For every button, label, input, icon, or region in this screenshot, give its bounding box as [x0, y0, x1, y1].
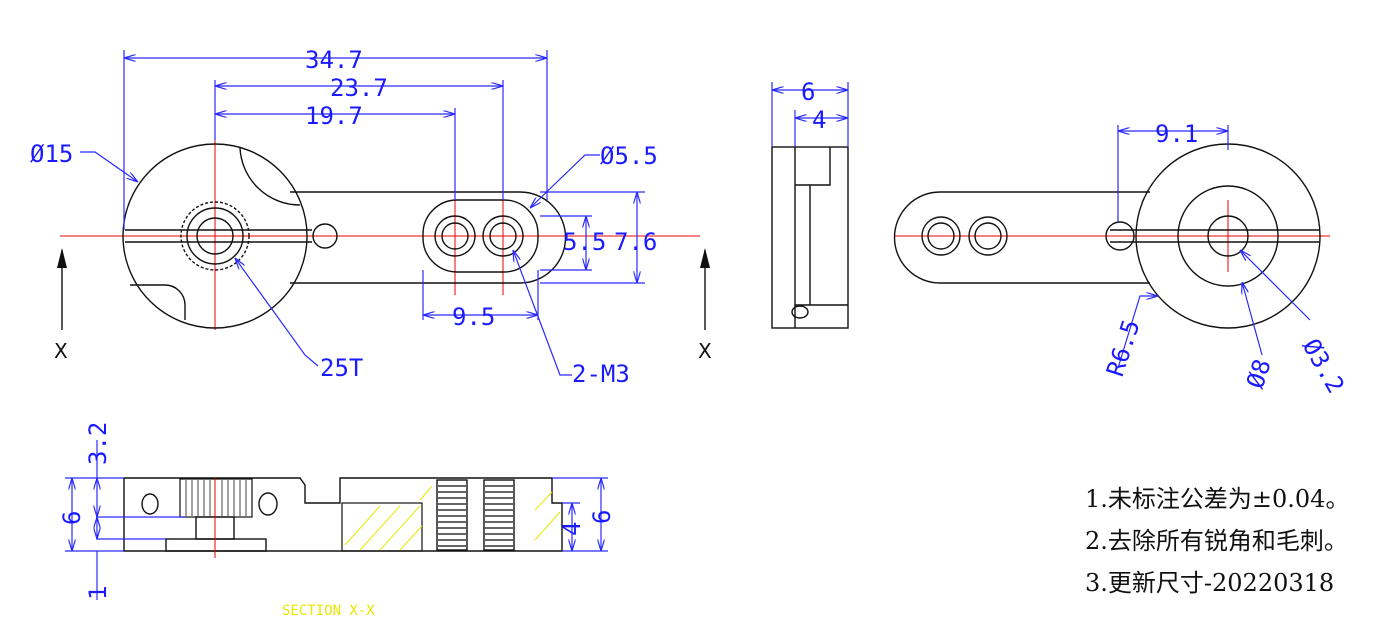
- side-view: 6 4: [771, 78, 849, 329]
- dim-far-hole: 23.7: [330, 74, 388, 102]
- dim-spline: 25T: [320, 354, 363, 382]
- dim-step: 4: [812, 106, 826, 134]
- dim-thickness: 6: [801, 78, 815, 106]
- section-mark-right: X: [698, 339, 712, 363]
- dim-near-hole: 19.7: [305, 102, 363, 130]
- dim-arm-width: 7.6: [614, 228, 657, 256]
- dim-thread: 2-M3: [572, 360, 630, 388]
- front-view: 34.7 23.7 19.7 Ø15 Ø5.5 5.5 7.6 9.5 25T …: [30, 46, 712, 388]
- dim-spline-depth: 3.2: [84, 422, 112, 465]
- dim-hub-height: 6: [58, 511, 86, 525]
- dim-end-diameter: Ø5.5: [600, 142, 658, 170]
- dim-hole-pitch: 9.5: [452, 303, 495, 331]
- dim-base: 1: [84, 586, 112, 600]
- section-view: 6 3.2 1 4 6 SECTION X-X: [58, 422, 616, 619]
- dim-slot-offset: 9.1: [1155, 120, 1198, 148]
- notes: 1.未标注公差为±0.04。 2.去除所有锐角和毛刺。 3.更新尺寸-20220…: [1085, 478, 1349, 604]
- note-3: 3.更新尺寸-20220318: [1085, 569, 1335, 597]
- dim-hub-diameter: Ø15: [30, 140, 73, 168]
- section-title: SECTION X-X: [282, 603, 375, 619]
- note-1: 1.未标注公差为±0.04。: [1085, 485, 1350, 513]
- dim-bore-diameter: Ø3.2: [1297, 334, 1350, 398]
- dim-arm-height: 6: [588, 510, 616, 524]
- section-mark-left: X: [54, 339, 68, 363]
- dim-boss-diameter: Ø8: [1241, 356, 1277, 392]
- dim-overall-length: 34.7: [305, 46, 363, 74]
- dim-arm-step: 4: [558, 522, 586, 536]
- dim-radius: R6.5: [1101, 316, 1145, 380]
- note-2: 2.去除所有锐角和毛刺。: [1085, 527, 1348, 555]
- rear-view: 9.1 R6.5 Ø8 Ø3.2: [893, 120, 1350, 398]
- dim-hole-height: 5.5: [563, 228, 606, 256]
